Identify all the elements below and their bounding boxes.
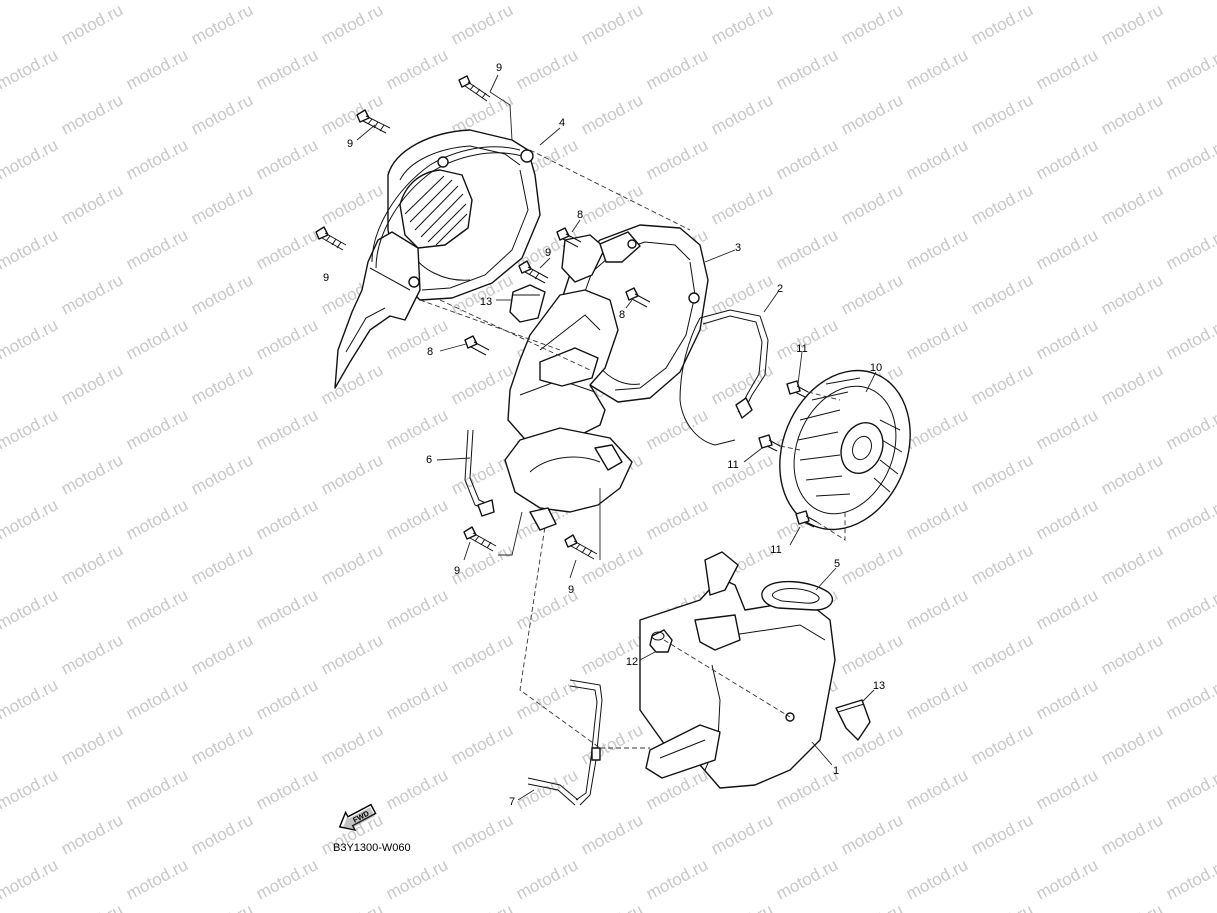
damper-part-13-lower [835, 699, 871, 741]
leader-lines [356, 74, 877, 801]
callout-9-upper-left: 9 [347, 138, 353, 150]
callout-2: 2 [777, 283, 783, 295]
callout-9-left: 9 [323, 272, 329, 284]
callout-8-upper: 8 [577, 209, 583, 221]
collar-part-12 [649, 629, 673, 653]
grommet-part-5 [761, 580, 833, 611]
clamp [529, 507, 557, 531]
seal-part-2 [679, 309, 769, 446]
air-shroud-part-4 [334, 129, 541, 389]
fwd-arrow-icon: FWD [338, 803, 377, 832]
bolt-group [315, 75, 818, 560]
callout-1: 1 [833, 765, 839, 777]
inner-shroud-part-3 [504, 224, 709, 513]
assembly-lines [419, 149, 846, 749]
callout-4: 4 [559, 117, 565, 129]
bolt-9-left [315, 226, 347, 251]
callout-8-lower: 8 [427, 346, 433, 358]
bolt-9-upper-left [356, 109, 391, 134]
lower-cover-part-1 [639, 551, 836, 789]
clip-part-7 [527, 679, 603, 806]
bolt-9-top [458, 75, 491, 102]
callout-9-lower-left: 9 [454, 565, 460, 577]
callout-6: 6 [426, 454, 432, 466]
fan-part-10 [779, 369, 911, 531]
bolt-11-top [786, 380, 809, 398]
bolt-9-center [518, 260, 549, 284]
callout-9-center: 9 [545, 247, 551, 259]
bolt-8-center [625, 287, 651, 308]
callout-9-top: 9 [496, 62, 502, 74]
callout-8-center: 8 [619, 309, 625, 321]
callout-9-lower-right: 9 [568, 584, 574, 596]
bolt-8-lower [464, 335, 490, 356]
callout-11-bottom: 11 [770, 544, 781, 556]
callout-13-lower: 13 [873, 680, 885, 692]
diagram-code: B3Y1300-W060 [333, 842, 411, 854]
callout-labels: 9 9 4 8 3 9 9 2 13 8 11 8 10 6 11 11 9 5… [323, 62, 885, 808]
clip-part-6 [464, 429, 495, 517]
callout-7: 7 [509, 796, 515, 808]
callout-13-upper: 13 [480, 296, 492, 308]
bolt-11-bottom [795, 510, 818, 528]
callout-11-top: 11 [796, 343, 807, 355]
callout-3: 3 [735, 242, 741, 254]
bolt-11-middle [758, 434, 781, 452]
bolt-9-lower-right [564, 534, 598, 560]
callout-12: 12 [626, 656, 638, 668]
bolt-9-lower-left [463, 526, 497, 552]
bolt-8-upper [556, 227, 582, 248]
callout-10: 10 [870, 362, 882, 374]
callout-11-middle: 11 [727, 459, 738, 471]
damper-part-13-upper [509, 284, 546, 323]
callout-5: 5 [834, 558, 840, 570]
